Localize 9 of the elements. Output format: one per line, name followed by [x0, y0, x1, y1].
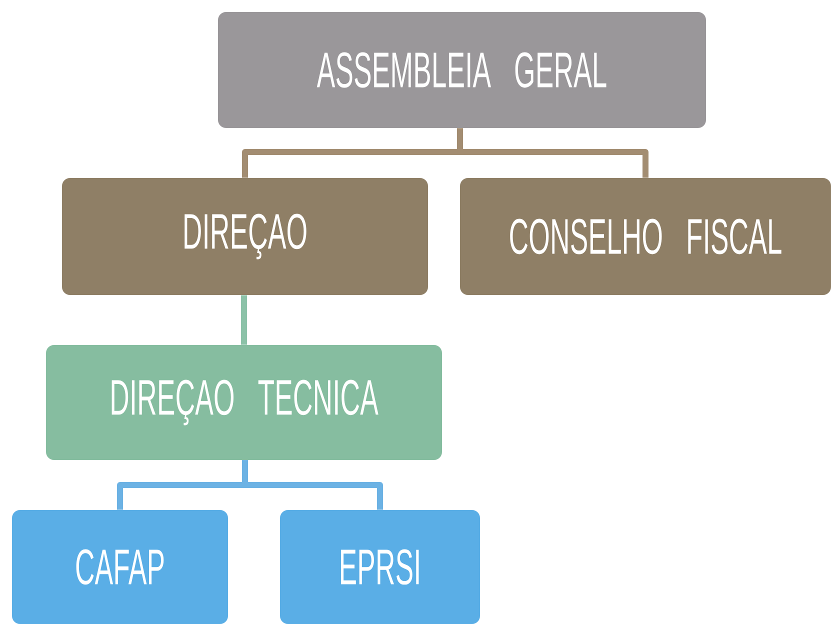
org-box: ASSEMBLEIA GERAL	[218, 12, 706, 128]
org-box: CONSELHO FISCAL	[460, 178, 831, 295]
org-box: CAFAP	[12, 510, 228, 624]
org-box: DIREÇAO TECNICA	[46, 344, 442, 460]
org-box: EPRSI	[280, 510, 480, 624]
connector-line	[242, 460, 383, 510]
connector-line	[457, 128, 648, 178]
connector-line	[241, 295, 247, 345]
org-box: DIREÇAO	[62, 178, 428, 295]
